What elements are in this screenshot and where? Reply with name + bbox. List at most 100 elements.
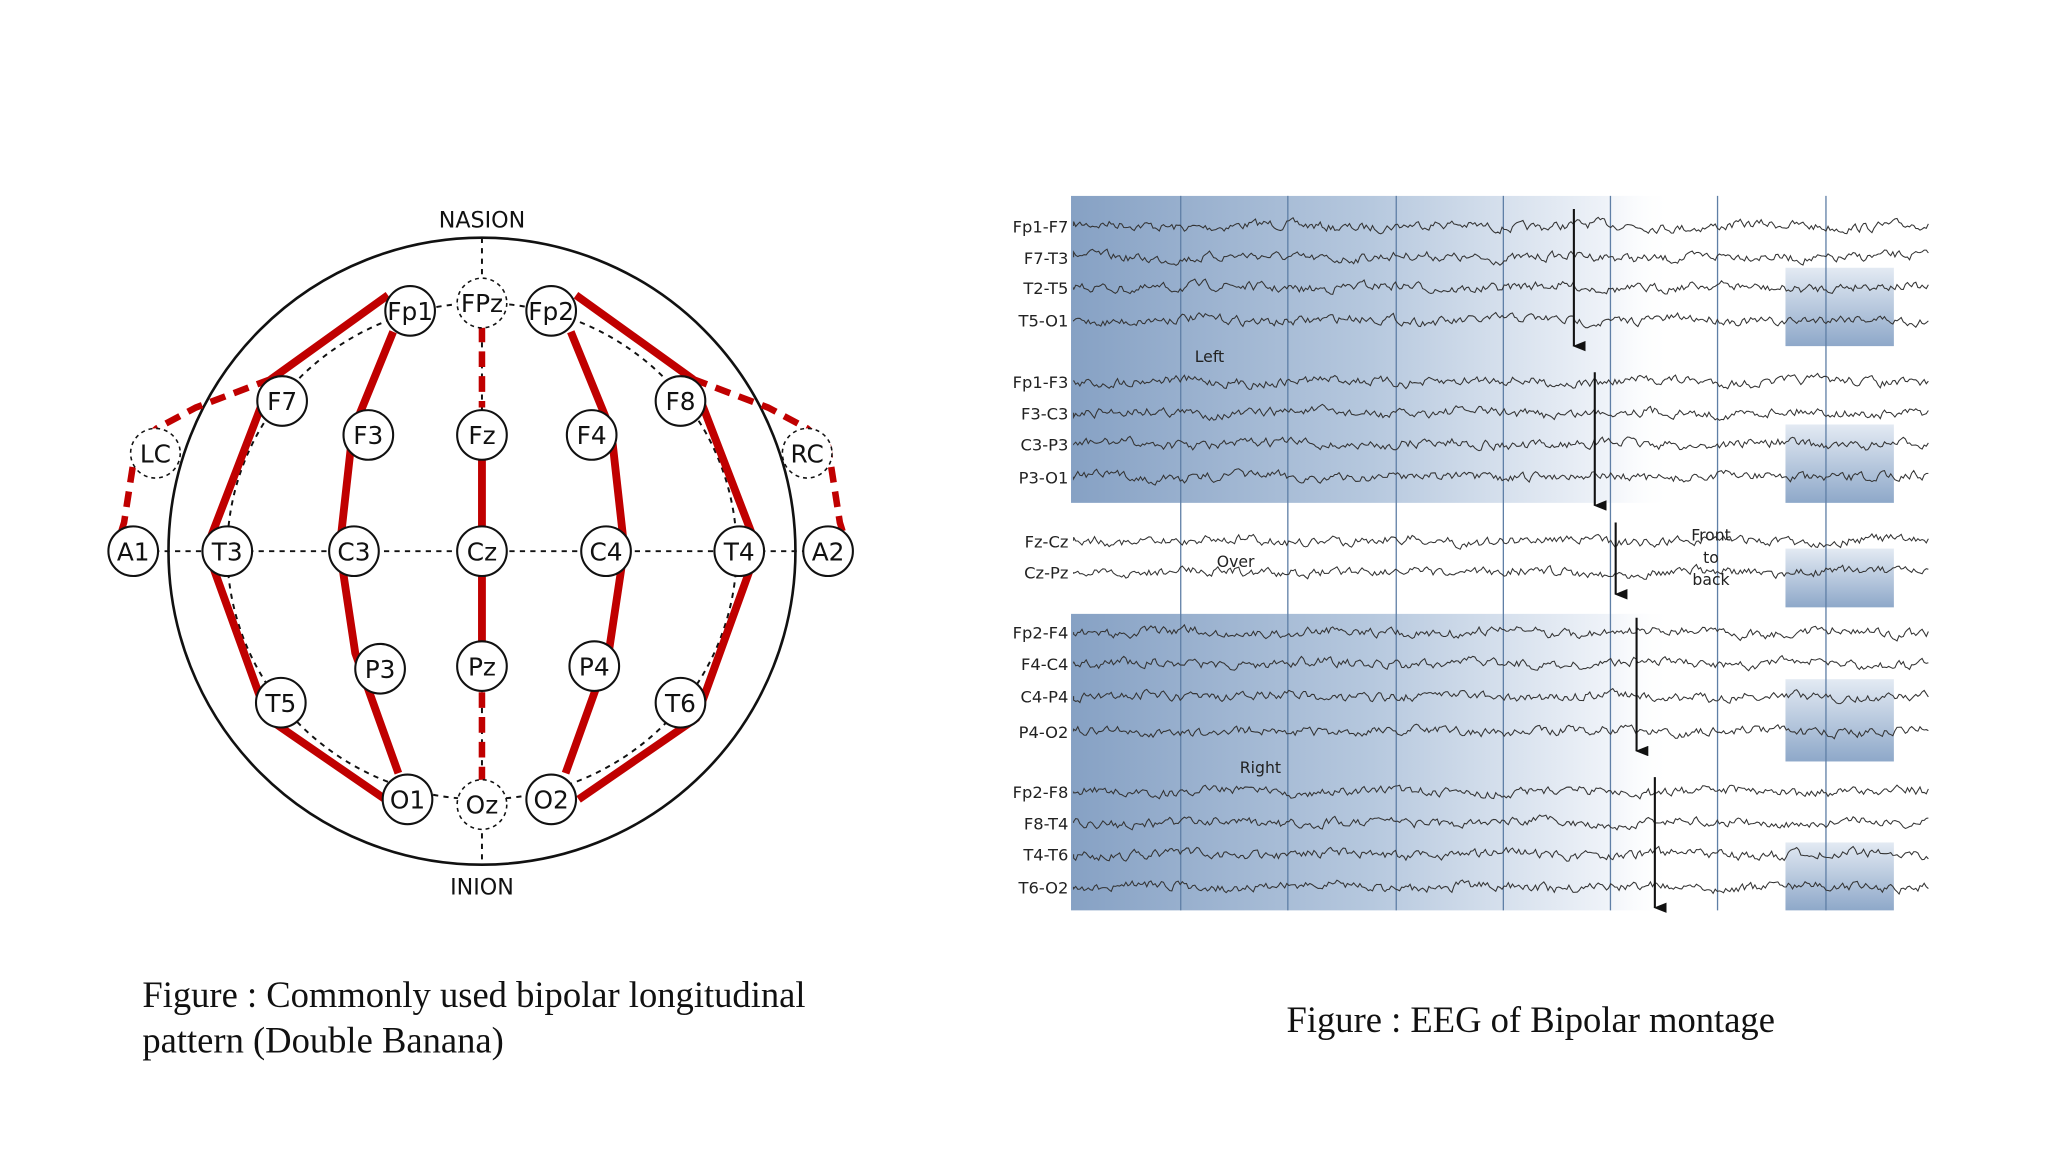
trace-t5-o1 [1073, 311, 1929, 329]
electrode-label: C3 [337, 537, 370, 566]
electrode-label: F8 [665, 387, 695, 416]
electrode-label: T5 [264, 689, 296, 718]
electrode-label: Cz [467, 537, 497, 566]
channel-label: C3-P3 [1021, 436, 1069, 455]
trace-c3-p3 [1073, 435, 1929, 452]
electrode-a2: A2 [802, 525, 854, 578]
annotation-left: Left [1195, 347, 1224, 366]
trace-cz-pz [1073, 563, 1929, 580]
electrode-fpz: FPz [456, 277, 508, 329]
trace-p4-o2 [1073, 723, 1929, 740]
channel-label: F8-T4 [1024, 814, 1069, 833]
electrode-fp1: Fp1 [384, 284, 436, 337]
annotation-back: back [1692, 570, 1730, 589]
channel-label: Fz-Cz [1025, 532, 1069, 551]
channel-label: P3-O1 [1019, 468, 1069, 487]
electrode-t4: T4 [713, 525, 766, 578]
left-caption-line1: Figure : Commonly used bipolar longitudi… [142, 974, 805, 1015]
nasion-label: NASION [439, 207, 525, 233]
trace-f4-c4 [1073, 654, 1929, 672]
channel-label: C4-P4 [1021, 688, 1069, 707]
electrode-f8: F8 [654, 375, 707, 427]
electrode-c3: C3 [328, 525, 380, 578]
channel-label: T5-O1 [1018, 312, 1069, 331]
channel-label: T2-T5 [1022, 279, 1068, 298]
electrode-pz: Pz [456, 640, 508, 692]
trace-fp1-f7 [1073, 216, 1929, 235]
trace-fp1-f3 [1073, 372, 1929, 390]
electrode-label: F7 [267, 387, 297, 416]
highlight-box [1785, 424, 1894, 503]
inion-label: INION [450, 875, 514, 901]
electrode-label: Fp1 [387, 297, 433, 326]
electrode-c4: C4 [580, 525, 632, 578]
electrode-oz: Oz [456, 778, 508, 831]
highlight-box [1785, 548, 1894, 608]
eeg-trace-panel: Fp1-F7F7-T3T2-T5T5-O1Fp1-F3F3-C3C3-P3P3-… [1013, 195, 1931, 913]
electrode-label: T3 [211, 537, 243, 566]
channel-label: Fp1-F3 [1013, 373, 1069, 392]
electrode-label: F3 [353, 421, 383, 450]
channel-label: F4-C4 [1021, 655, 1068, 674]
channel-label: F3-C3 [1021, 404, 1068, 423]
annotation-right: Right [1240, 758, 1281, 777]
electrode-label: Fp2 [528, 297, 574, 326]
trace-f7-t3 [1073, 248, 1929, 267]
electrode-fp2: Fp2 [525, 284, 578, 337]
channel-label: T6-O2 [1018, 878, 1069, 897]
trace-fz-cz [1073, 533, 1929, 550]
trace-fp2-f8 [1073, 784, 1929, 800]
electrode-label: RC [791, 439, 824, 468]
electrode-lc: LC [129, 427, 182, 479]
electrode-label: Pz [468, 652, 496, 681]
electrode-f7: F7 [256, 375, 308, 427]
trace-t4-t6 [1073, 845, 1929, 862]
electrode-label: FPz [461, 289, 503, 318]
electrode-label: P4 [579, 652, 610, 681]
trace-t2-t5 [1073, 278, 1929, 295]
electrode-p4: P4 [568, 640, 621, 692]
trace-f3-c3 [1073, 403, 1929, 422]
annotation-to: to [1703, 548, 1719, 567]
trace-f8-t4 [1073, 814, 1929, 831]
electrode-t5: T5 [254, 676, 307, 729]
electrode-t3: T3 [201, 525, 254, 578]
electrode-label: T6 [664, 689, 696, 718]
trace-c4-p4 [1073, 687, 1929, 705]
left-caption-line2: pattern (Double Banana) [142, 1020, 503, 1061]
electrode-label: O2 [534, 785, 569, 814]
electrode-f4: F4 [565, 409, 618, 461]
channel-label: Cz-Pz [1024, 564, 1068, 583]
electrode-label: C4 [589, 537, 622, 566]
electrode-o2: O2 [525, 773, 578, 826]
channel-label: F7-T3 [1024, 249, 1069, 268]
highlight-box [1785, 267, 1894, 347]
highlight-box [1785, 842, 1894, 911]
electrode-rc: RC [781, 427, 833, 479]
electrode-a1: A1 [107, 525, 160, 578]
electrode-f3: F3 [342, 409, 395, 461]
channel-label: T4-T6 [1022, 846, 1068, 865]
electrode-label: A1 [117, 537, 150, 566]
electrode-label: Fz [468, 421, 495, 450]
annotation-front: Front [1691, 526, 1731, 545]
electrode-t6: T6 [654, 676, 707, 729]
channel-label: Fp2-F4 [1013, 624, 1069, 643]
highlight-box [1785, 679, 1894, 762]
trace-t6-o2 [1073, 879, 1929, 896]
electrode-label: F4 [577, 421, 607, 450]
channel-label: P4-O2 [1019, 723, 1069, 742]
electrode-fz: Fz [456, 409, 508, 461]
trace-p3-o1 [1073, 468, 1929, 486]
electrode-label: Oz [466, 791, 499, 820]
electrode-label: LC [140, 439, 171, 468]
electrode-label: P3 [365, 655, 396, 684]
electrode-label: O1 [390, 785, 425, 814]
trace-fp2-f4 [1073, 623, 1929, 642]
electrode-p3: P3 [354, 642, 406, 695]
electrode-label: T4 [723, 537, 755, 566]
right-caption: Figure : EEG of Bipolar montage [1287, 999, 1775, 1040]
channel-label: Fp2-F8 [1013, 783, 1069, 802]
